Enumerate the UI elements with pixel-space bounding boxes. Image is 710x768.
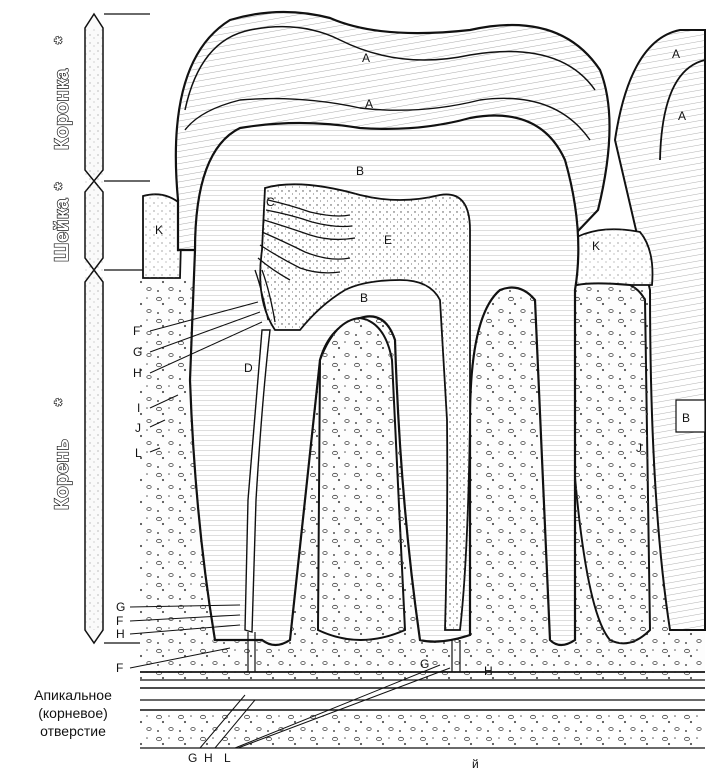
label-h-low: H: [116, 627, 125, 641]
label-f-apex: F: [116, 661, 123, 675]
label-g: G: [133, 345, 142, 359]
label-b-top: B: [356, 164, 364, 178]
label-f-low: F: [116, 614, 123, 628]
label-h-bottom: H: [204, 751, 213, 765]
label-g-apex: G: [420, 657, 429, 671]
neck-asterisk: *: [52, 182, 73, 190]
label-h-apex: H: [484, 664, 493, 678]
root-asterisk: *: [52, 398, 73, 406]
label-b-right: B: [682, 411, 690, 425]
label-b-mid: B: [360, 291, 368, 305]
label-d: D: [244, 361, 253, 375]
label-j-right: J: [636, 441, 642, 455]
label-a-right-top: A: [672, 47, 680, 61]
label-e: E: [384, 233, 392, 247]
label-j: J: [135, 421, 141, 435]
crown-label: Коронка: [52, 69, 73, 150]
label-f: F: [133, 324, 140, 338]
label-k-left: K: [155, 223, 163, 237]
apical-foramen-caption: Апикальное (корневое) отверстие: [34, 687, 112, 739]
neck-label: Шейка: [52, 198, 73, 262]
label-k-right: K: [592, 239, 600, 253]
label-a-inner: A: [365, 97, 373, 111]
label-i: I: [137, 401, 140, 415]
caption-line-1: Апикальное: [34, 687, 112, 703]
root-label: Корень: [52, 438, 73, 510]
label-l-bottom: L: [224, 751, 231, 765]
label-h: H: [133, 366, 142, 380]
crown-asterisk: *: [52, 36, 73, 44]
label-g-low: G: [116, 600, 125, 614]
label-a-right: A: [678, 109, 686, 123]
caption-line-2: (корневое): [38, 705, 108, 721]
caption-line-3: отверстие: [40, 723, 106, 739]
label-l: L: [135, 446, 142, 460]
bottom-glyph: й: [472, 757, 479, 768]
label-g-bottom: G: [188, 751, 197, 765]
label-c: C: [266, 195, 275, 209]
label-a-top: A: [362, 51, 370, 65]
